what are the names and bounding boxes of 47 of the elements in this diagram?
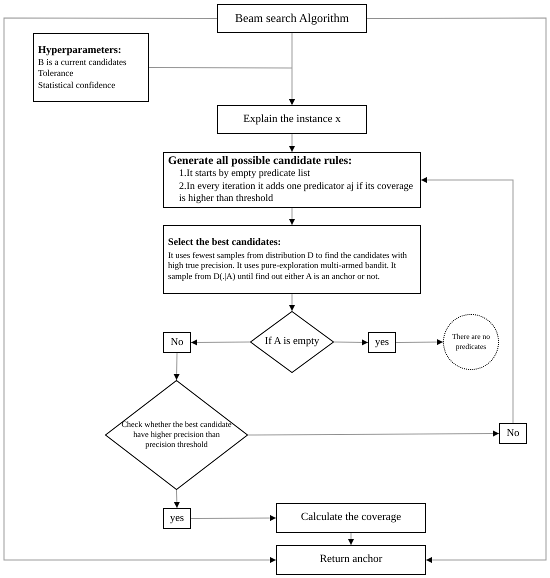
answer-box — [499, 423, 527, 444]
process-box — [163, 152, 421, 208]
arrow — [174, 352, 180, 380]
title-box — [217, 4, 367, 33]
box-text: Statistical confidence — [38, 80, 116, 91]
box-text: 2.In every iteration it adds one predicator aj if its coverage is higher than threshold — [178, 180, 414, 206]
box-text: Explain the instance x — [243, 112, 341, 126]
box-text: yes — [170, 512, 184, 526]
arrow — [289, 294, 295, 312]
box-text: Tolerance — [38, 68, 74, 80]
arrow — [396, 339, 444, 346]
arrow — [190, 339, 250, 346]
arrow — [366, 18, 546, 563]
box-text: Check whether the best candidate have higher precision than precision threshold — [120, 420, 233, 450]
box-text: Beam search Algorithm — [235, 11, 349, 26]
answer-box — [163, 508, 191, 529]
decision-diamond — [250, 311, 334, 373]
arrow — [4, 18, 276, 563]
answer-box — [163, 332, 191, 353]
box-text: Calculate the coverage — [300, 511, 402, 525]
process-box — [163, 225, 421, 294]
arrow — [148, 67, 295, 106]
box-text: If A is empty — [264, 335, 320, 349]
arrow — [334, 339, 368, 346]
box-text: 1.It starts by empty predicate list — [178, 168, 312, 181]
box-text: B is a current candidates — [38, 57, 128, 68]
process-box — [276, 503, 426, 533]
box-heading: Hyperparameters: — [38, 44, 122, 58]
arrow — [348, 532, 354, 546]
arrow — [190, 515, 276, 522]
box-text: Return anchor — [320, 553, 382, 567]
arrow — [420, 177, 514, 424]
box-text: It uses fewest samples from distribution D to find the candidates with high true precision. It uses pure-exploration multi-armed bandit. It sample from D(.|A) until find out either A is an anchor or not. — [168, 250, 408, 282]
box-text: No — [170, 336, 184, 350]
box-text: No — [506, 426, 520, 440]
note-box — [33, 33, 149, 102]
arrow — [248, 430, 500, 437]
box-text: yes — [375, 336, 389, 350]
answer-box — [368, 332, 396, 353]
decision-diamond — [105, 380, 248, 490]
box-heading: Generate all possible candidate rules: — [168, 154, 353, 168]
process-box — [217, 105, 367, 134]
arrow — [174, 490, 180, 508]
box-heading: Select the best candidates: — [168, 237, 282, 250]
process-box — [276, 545, 426, 575]
arrow — [289, 208, 295, 226]
arrow — [289, 134, 295, 152]
